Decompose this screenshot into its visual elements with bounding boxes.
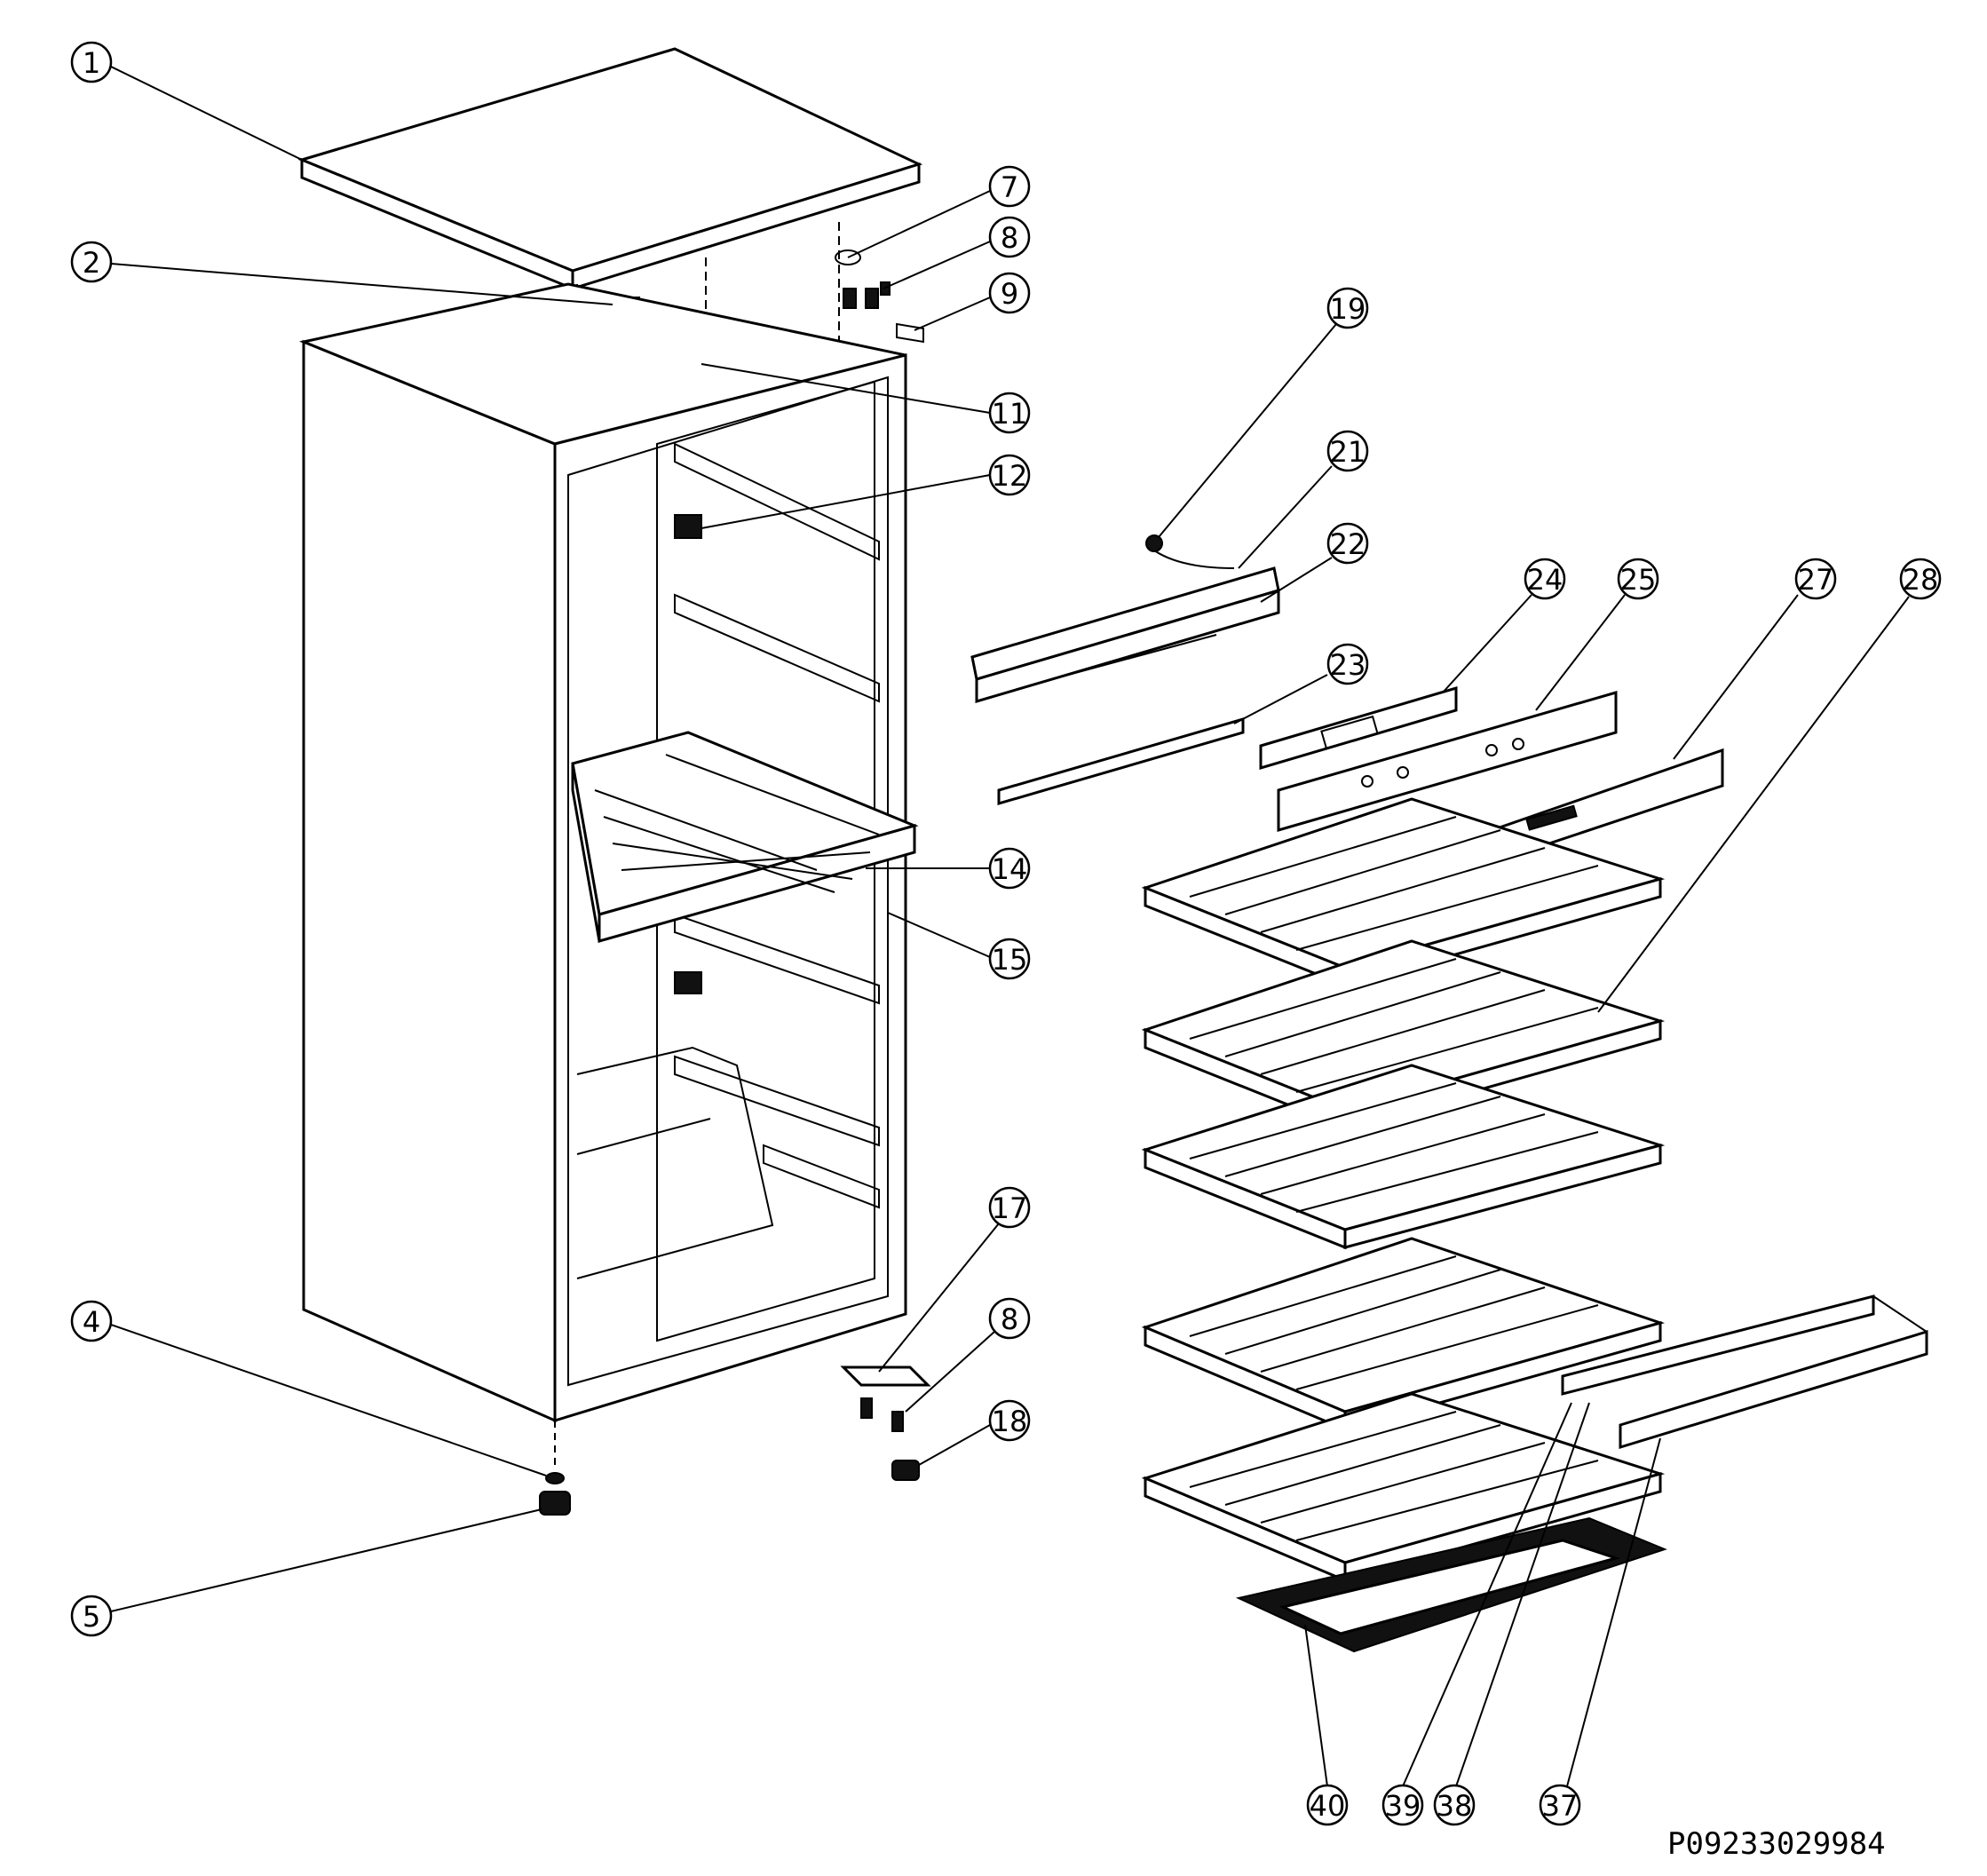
svg-text:38: 38 [1437,1789,1473,1823]
callout-28: 28 [1597,558,1942,1013]
svg-text:39: 39 [1385,1789,1421,1823]
callout-18: 18 [918,1399,1031,1466]
shelf-3 [1141,1064,1666,1250]
callouts: 1 2 7 8 9 11 12 14 15 4 5 17 8 18 19 21 … [70,41,1942,1826]
shelf-5 [1141,1392,1666,1583]
svg-text:15: 15 [992,943,1028,977]
shelf-stack [1141,797,1666,1583]
callout-5: 5 [70,1508,542,1637]
callout-38: 38 [1433,1402,1590,1826]
callout-22: 22 [1260,522,1369,603]
cabinet-shelf [571,731,919,943]
svg-text:18: 18 [992,1405,1028,1438]
callout-8-top: 8 [883,216,1031,289]
callout-2: 2 [70,241,614,305]
svg-text:23: 23 [1330,648,1366,682]
svg-text:5: 5 [83,1600,100,1634]
callout-9: 9 [914,272,1031,331]
svg-text:19: 19 [1330,292,1366,326]
svg-text:8: 8 [1001,1302,1018,1336]
svg-text:27: 27 [1798,563,1834,597]
svg-text:17: 17 [992,1191,1028,1225]
svg-text:12: 12 [992,459,1028,493]
feet [539,1365,931,1516]
callout-11: 11 [701,363,1031,434]
svg-text:4: 4 [83,1305,100,1339]
svg-text:9: 9 [1001,277,1018,311]
top-cover [297,47,923,291]
callout-19: 19 [1158,287,1369,538]
callout-27: 27 [1673,558,1837,760]
control-unit [970,534,1280,805]
callout-21: 21 [1238,430,1369,569]
callout-15: 15 [887,912,1031,980]
drawing-code: P09233029984 [1667,1826,1886,1862]
svg-text:24: 24 [1527,563,1563,597]
callout-24: 24 [1442,558,1566,693]
svg-text:37: 37 [1542,1789,1579,1823]
svg-text:21: 21 [1330,435,1366,469]
svg-text:7: 7 [1001,170,1018,204]
svg-text:2: 2 [83,246,100,280]
bottom-tray [1235,1294,1928,1653]
svg-text:25: 25 [1620,563,1657,597]
callout-14: 14 [866,847,1031,890]
svg-text:8: 8 [1001,221,1018,255]
callout-25: 25 [1535,558,1659,711]
callout-1: 1 [70,41,303,161]
callout-7: 7 [847,165,1031,258]
callout-40: 40 [1304,1624,1349,1826]
callout-37: 37 [1539,1437,1661,1826]
callout-8-bottom: 8 [905,1297,1031,1413]
callout-39: 39 [1381,1402,1572,1826]
svg-text:22: 22 [1330,527,1366,561]
callout-4: 4 [70,1300,547,1476]
svg-text:40: 40 [1310,1789,1346,1823]
callout-17: 17 [878,1186,1031,1373]
callout-12: 12 [701,454,1031,529]
svg-text:11: 11 [992,397,1028,431]
svg-text:1: 1 [83,46,100,80]
callout-23: 23 [1233,643,1369,724]
svg-text:28: 28 [1903,563,1939,597]
svg-text:14: 14 [992,852,1028,886]
